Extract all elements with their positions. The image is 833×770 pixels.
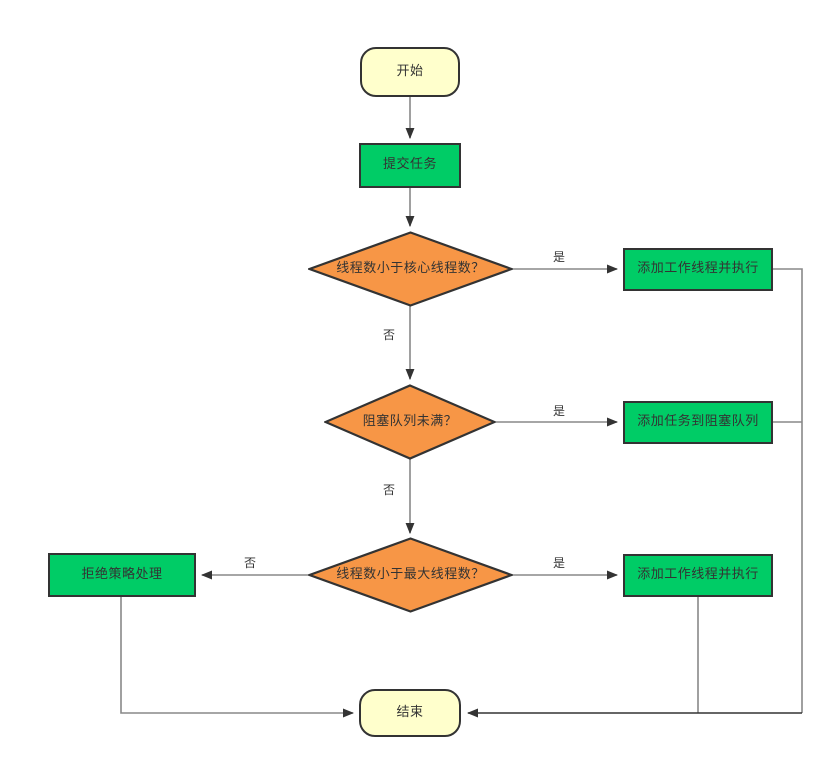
node-decision-queue-not-full-label: 阻塞队列未满？ xyxy=(362,413,458,429)
node-submit-task-label: 提交任务 xyxy=(382,157,437,173)
edge-label-queue-no: 否 xyxy=(383,483,396,497)
node-add-task-to-queue-label: 添加任务到阻塞队列 xyxy=(637,414,759,430)
decision-core-diamond-shape xyxy=(308,231,513,307)
node-start[interactable]: 开始 xyxy=(360,47,460,97)
node-submit-task[interactable]: 提交任务 xyxy=(359,143,461,188)
node-add-worker-thread-1[interactable]: 添加工作线程并执行 xyxy=(623,248,773,291)
node-end-label: 结束 xyxy=(396,704,424,720)
edge-reject-to-end xyxy=(120,597,355,718)
edge-label-max-yes: 是 xyxy=(553,556,566,570)
node-decision-queue-not-full[interactable]: 阻塞队列未满？ xyxy=(324,384,496,460)
node-start-label: 开始 xyxy=(396,63,424,79)
decision-queue-diamond-shape xyxy=(324,384,496,460)
edge-label-queue-yes: 是 xyxy=(553,404,566,418)
node-add-task-to-queue[interactable]: 添加任务到阻塞队列 xyxy=(623,401,773,444)
edge-label-core-yes: 是 xyxy=(553,250,566,264)
node-decision-core-threads-label: 线程数小于核心线程数？ xyxy=(336,260,485,276)
edge-add-worker-1-to-end xyxy=(773,268,803,713)
node-decision-max-threads[interactable]: 线程数小于最大线程数？ xyxy=(308,537,513,613)
node-decision-core-threads[interactable]: 线程数小于核心线程数？ xyxy=(308,231,513,307)
edge-label-max-no: 否 xyxy=(244,556,257,570)
edge-label-core-no: 否 xyxy=(383,328,396,342)
node-add-worker-thread-2-label: 添加工作线程并执行 xyxy=(637,567,759,583)
node-reject-policy[interactable]: 拒绝策略处理 xyxy=(48,553,196,597)
decision-max-diamond-shape xyxy=(308,537,513,613)
node-add-worker-thread-1-label: 添加工作线程并执行 xyxy=(637,261,759,277)
node-end[interactable]: 结束 xyxy=(359,689,461,737)
node-reject-policy-label: 拒绝策略处理 xyxy=(81,566,163,582)
node-decision-max-threads-label: 线程数小于最大线程数？ xyxy=(336,566,485,582)
node-add-worker-thread-2[interactable]: 添加工作线程并执行 xyxy=(623,554,773,597)
